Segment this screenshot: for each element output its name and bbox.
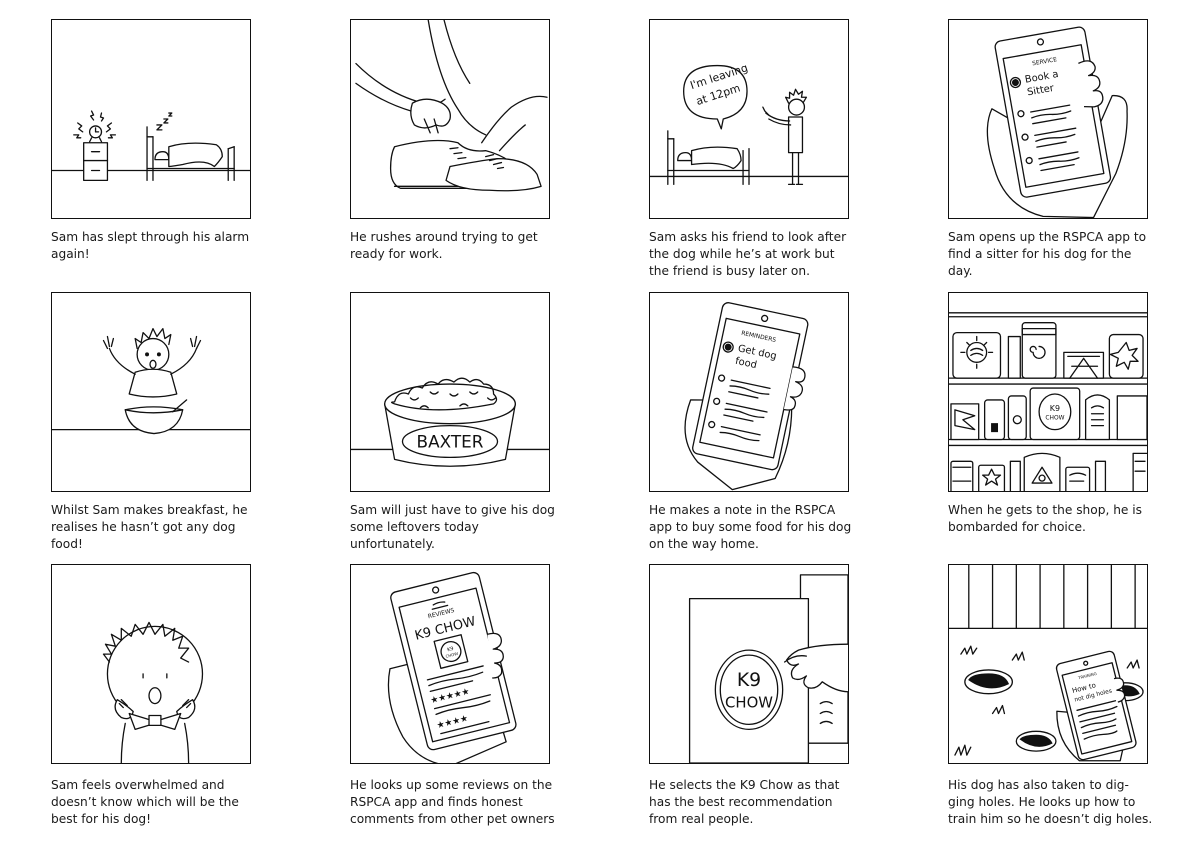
caption-1: Sam has slept through his alarm again! [51, 230, 250, 261]
screen-header-service: SERVICE [1032, 56, 1058, 67]
phone-sitter-app-illustration: SERVICE Book a Sitter [949, 20, 1147, 218]
caption-3: Sam asks his friend to look after the do… [649, 230, 847, 278]
panel-7-reminder-app: REMINDERS Get dog food [649, 292, 849, 492]
friend-conversation-illustration: I'm leaving at 12pm [650, 61, 848, 218]
caption-11: He selects the K9 Chow as that has the b… [649, 778, 840, 826]
pack-label-line-1: K9 [447, 646, 455, 653]
surprised-sam-breakfast-illustration [52, 293, 250, 491]
overwhelmed-sam-illustration [52, 565, 250, 763]
screen-item-line-2: Sitter [1026, 83, 1055, 99]
phone-reminder-app-illustration: REMINDERS Get dog food [650, 293, 848, 491]
panel-6-dog-bowl: BAXTER [350, 292, 550, 492]
panel-10-reviews-app: REVIEWS K9 CHOW K9 CHOW ★★★★★ ★★★★ [350, 564, 550, 764]
panel-3-friend: I'm leaving at 12pm [649, 19, 849, 219]
caption-4: Sam opens up the RSPCA app to find a sit… [948, 230, 1147, 278]
panel-12-digging-holes: TRAINING How to not dig holes [948, 564, 1148, 764]
dog-bowl-illustration: BAXTER [351, 293, 549, 491]
caption-10: He looks up some reviews on the RSPCA ap… [350, 778, 555, 826]
caption-12: His dog has also taken to dig-ging holes… [948, 778, 1153, 826]
panel-8-shop-shelves: K9 CHOW [948, 292, 1148, 492]
k9-chow-box-illustration: K9 CHOW [650, 565, 848, 763]
caption-6: Sam will just have to give his dog some … [350, 503, 555, 551]
box-label-line-2: CHOW [725, 694, 773, 712]
pack-label-line-2: CHOW [445, 651, 459, 659]
panel-2-shoes [350, 19, 550, 219]
shop-shelves-illustration: K9 CHOW [949, 293, 1147, 491]
screen-header-training: TRAINING [1077, 671, 1098, 681]
package-label-line-1: K9 [1050, 404, 1060, 413]
panel-9-overwhelmed [51, 564, 251, 764]
panel-4-sitter-app: SERVICE Book a Sitter [948, 19, 1148, 219]
caption-9: Sam feels overwhelmed and doesn’t know w… [51, 778, 239, 826]
package-label-line-2: CHOW [1045, 415, 1064, 422]
panel-11-select-box: K9 CHOW [649, 564, 849, 764]
caption-2: He rushes around trying to get ready for… [350, 230, 538, 261]
alarm-bedroom-illustration [52, 20, 250, 218]
panel-1-alarm [51, 19, 251, 219]
phone-reviews-app-illustration: REVIEWS K9 CHOW K9 CHOW ★★★★★ ★★★★ [351, 565, 549, 763]
caption-8: When he gets to the shop, he is bombarde… [948, 503, 1143, 534]
panel-5-breakfast [51, 292, 251, 492]
box-label-line-1: K9 [737, 670, 761, 691]
bowl-name-label: BAXTER [417, 431, 484, 451]
screen-item-line-2: food [734, 356, 758, 371]
caption-5: Whilst Sam makes breakfast, he realises … [51, 503, 248, 551]
caption-7: He makes a note in the RSPCA app to buy … [649, 503, 852, 551]
garden-holes-phone-illustration: TRAINING How to not dig holes [949, 565, 1147, 763]
tying-shoes-illustration [351, 20, 549, 218]
